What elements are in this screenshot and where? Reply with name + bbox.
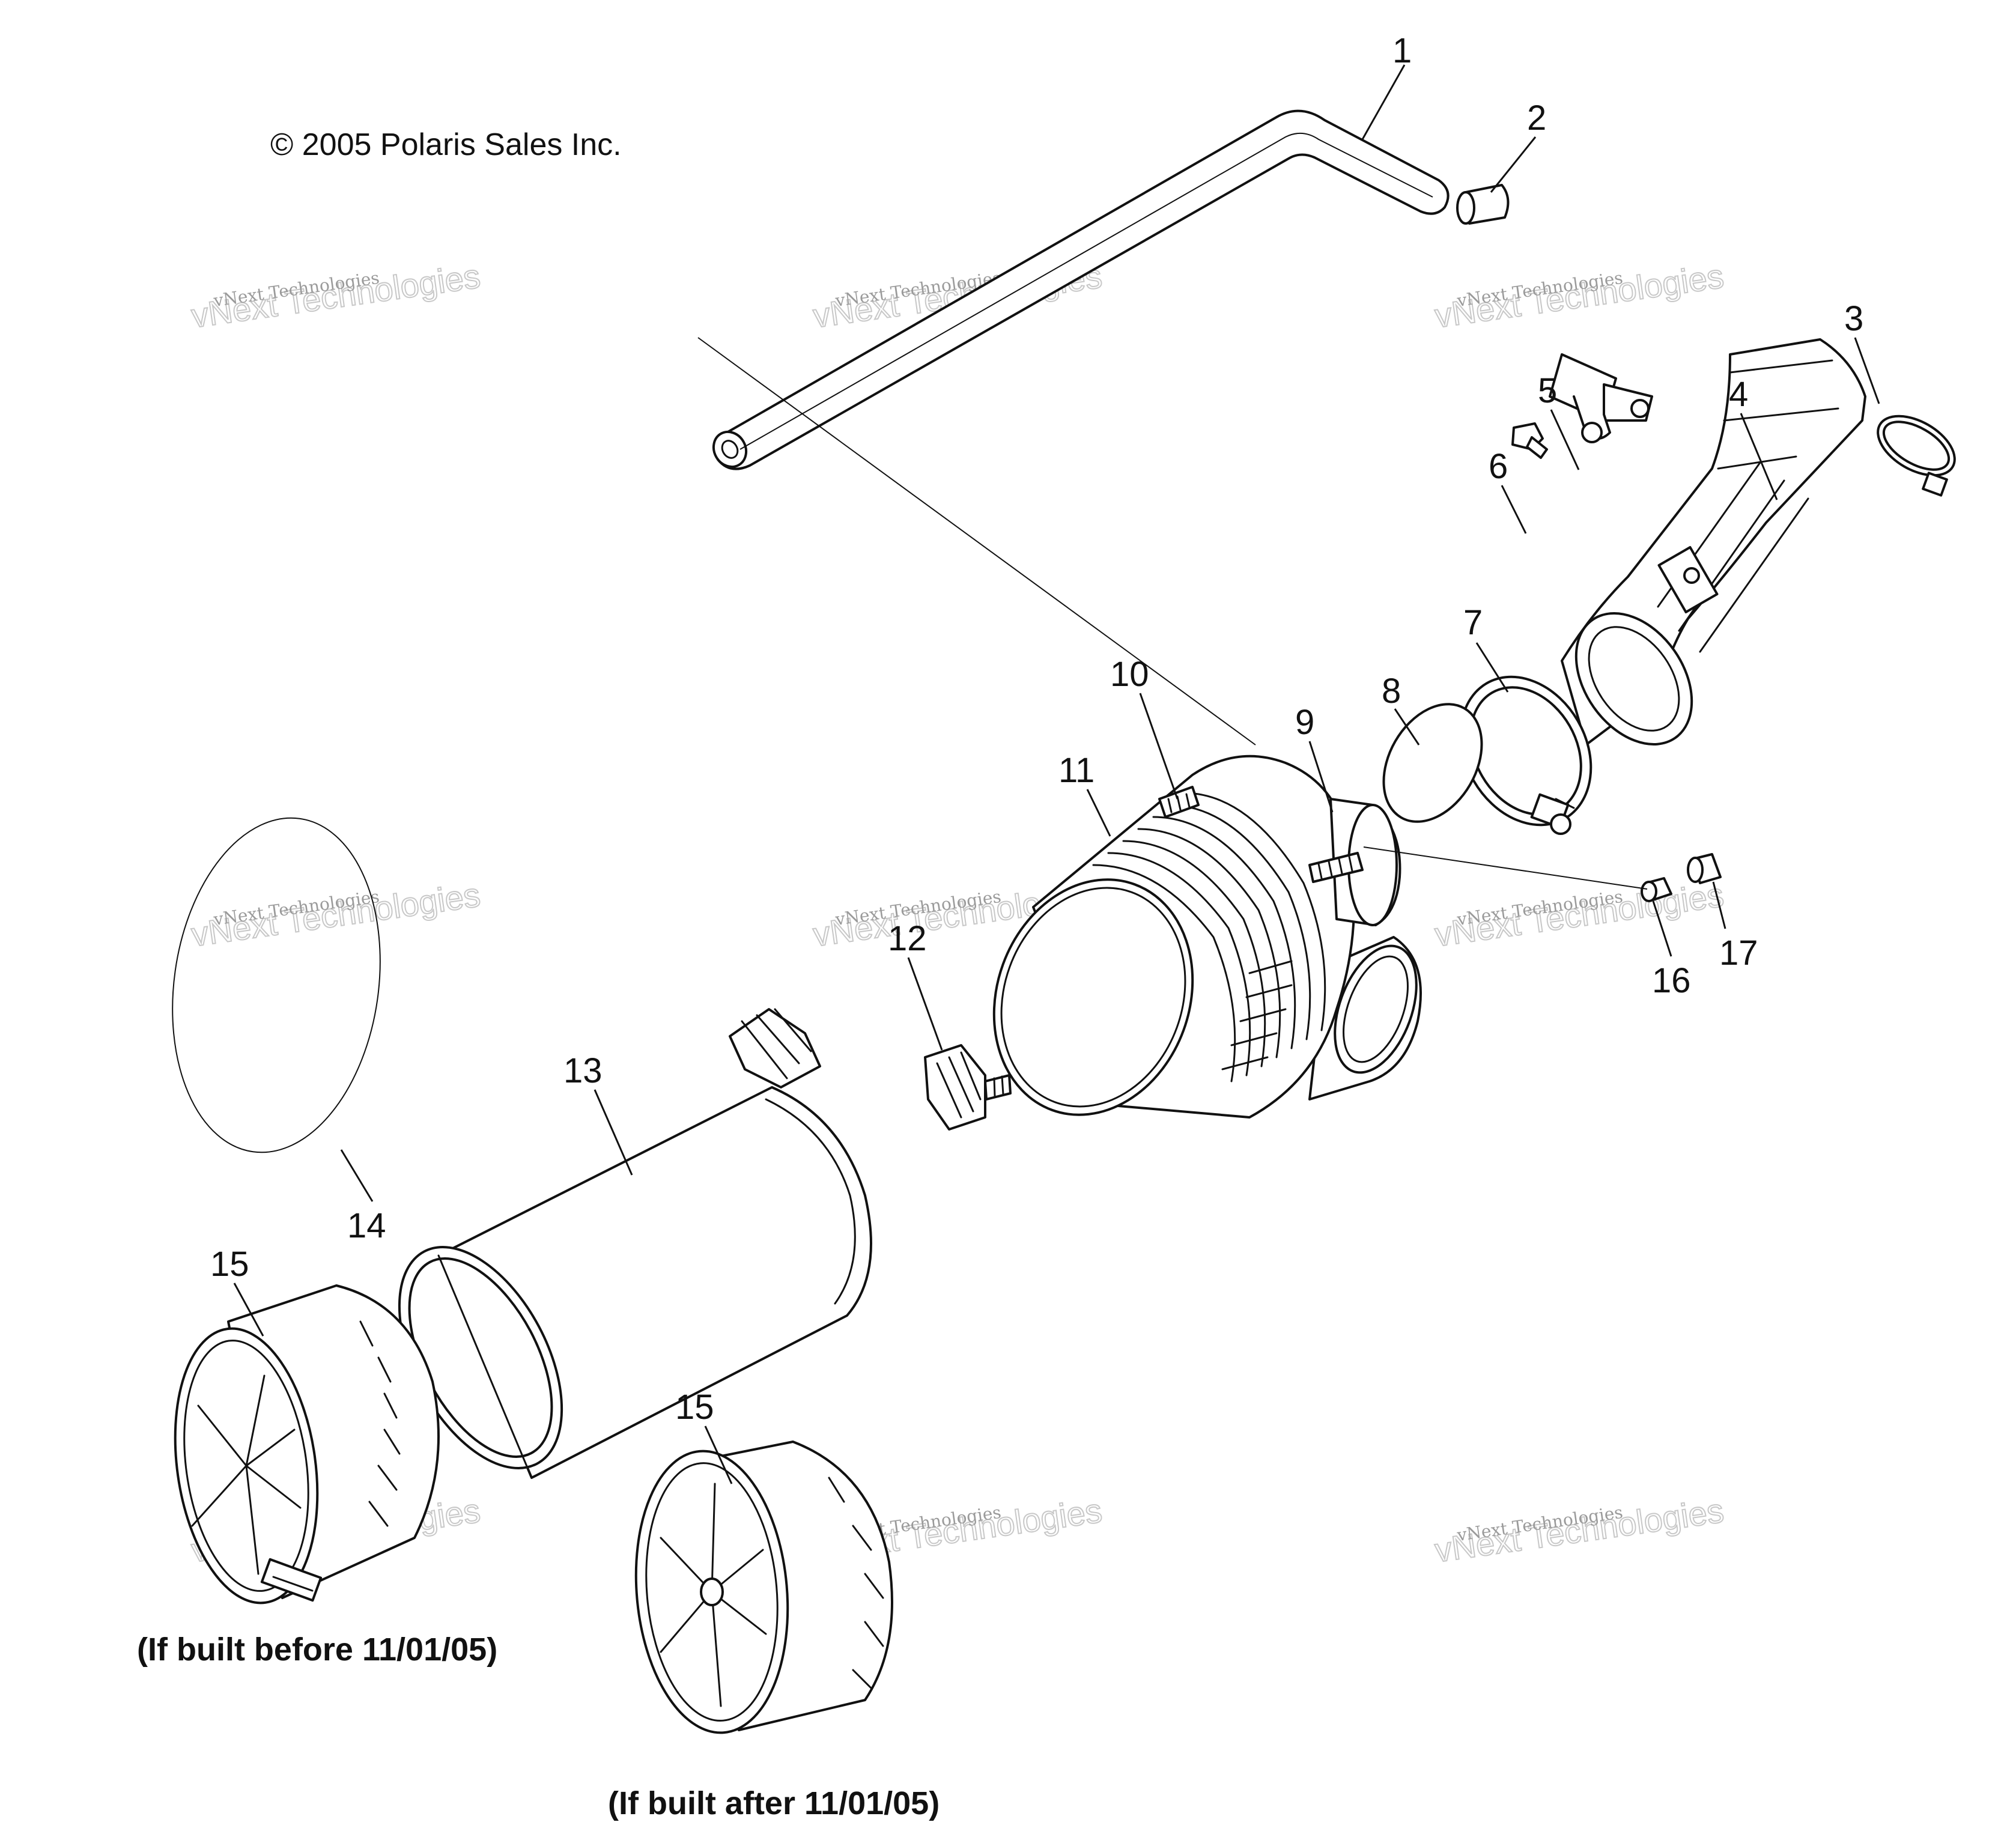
hose-clamp-part bbox=[1877, 414, 1956, 497]
watermark: vNext Technologies vNext Technologies bbox=[189, 875, 484, 955]
callout-15-before: 15 bbox=[210, 1245, 249, 1284]
band-clamp-part bbox=[1459, 675, 1592, 835]
leader-lines bbox=[233, 64, 1880, 1484]
callout-3: 3 bbox=[1844, 299, 1863, 338]
callout-9: 9 bbox=[1295, 703, 1314, 742]
callout-13: 13 bbox=[563, 1051, 603, 1090]
callouts: 1 2 3 4 5 6 7 8 9 10 11 12 13 14 15 15 1… bbox=[210, 31, 1863, 1427]
callout-17: 17 bbox=[1719, 934, 1758, 973]
callout-15-after: 15 bbox=[675, 1388, 714, 1427]
callout-14: 14 bbox=[347, 1206, 386, 1245]
breather-hose-part bbox=[712, 109, 1450, 470]
large-gasket-part bbox=[172, 817, 381, 1153]
sensor-part bbox=[1549, 353, 1653, 443]
callout-8: 8 bbox=[1382, 672, 1401, 711]
filter-element-part bbox=[398, 1008, 872, 1479]
callout-1: 1 bbox=[1392, 31, 1412, 70]
callout-5: 5 bbox=[1538, 371, 1557, 410]
air-box-housing-part bbox=[992, 754, 1422, 1119]
watermark: vNext Technologies vNext Technologies bbox=[1432, 1491, 1727, 1570]
screw-part bbox=[1511, 422, 1548, 459]
callout-12: 12 bbox=[888, 919, 927, 958]
callout-10: 10 bbox=[1110, 655, 1149, 694]
intake-duct-part bbox=[1561, 338, 1866, 746]
caption-after: (If built after 11/01/05) bbox=[608, 1785, 940, 1821]
callout-11: 11 bbox=[1058, 751, 1095, 790]
watermark: vNext Technologies vNext Technologies bbox=[189, 257, 484, 336]
callout-6: 6 bbox=[1489, 447, 1508, 486]
caption-before: (If built before 11/01/05) bbox=[137, 1632, 497, 1668]
cover-before-part bbox=[174, 1284, 440, 1605]
callout-2: 2 bbox=[1527, 99, 1546, 138]
copyright-text: © 2005 Polaris Sales Inc. bbox=[270, 127, 622, 162]
fitting-16-part bbox=[1641, 877, 1672, 902]
gasket-part bbox=[1382, 703, 1483, 823]
cover-after-part bbox=[634, 1441, 893, 1734]
callout-16: 16 bbox=[1652, 961, 1691, 1000]
callout-7: 7 bbox=[1463, 603, 1483, 642]
watermark: vNext Technologies vNext Technologies bbox=[1432, 875, 1727, 955]
fitting-17-part bbox=[1687, 853, 1722, 884]
callout-4: 4 bbox=[1729, 375, 1748, 414]
watermark: vNext Technologies vNext Technologies bbox=[1432, 257, 1727, 336]
sleeve-part bbox=[1456, 184, 1510, 225]
valve-part bbox=[924, 1044, 1012, 1131]
